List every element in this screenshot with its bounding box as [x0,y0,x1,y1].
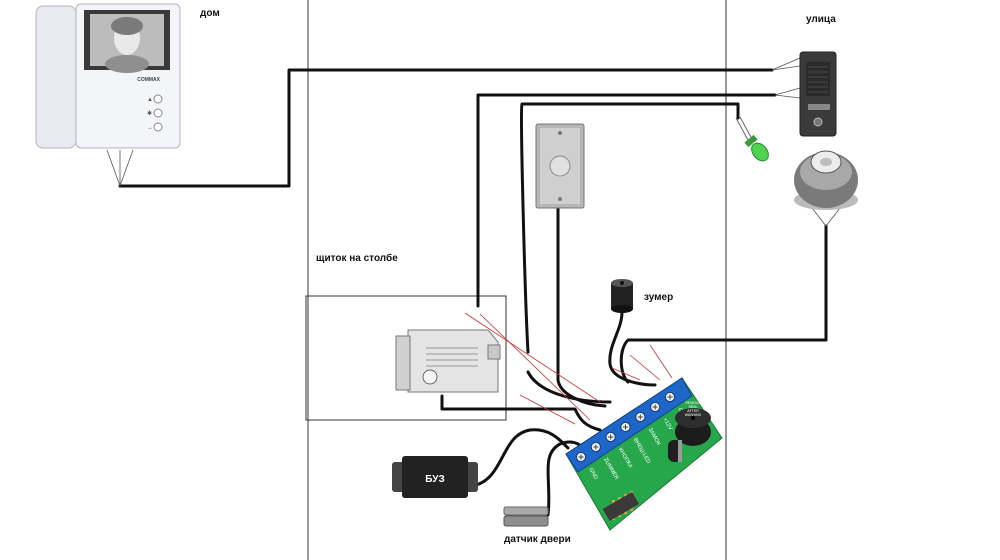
label-door-sensor: датчик двери [504,534,571,545]
cable-psu [470,428,570,488]
terminal-screw [590,441,601,453]
thin-wires [464,312,673,425]
psu-label: БУЗ [425,474,444,485]
call-panel-speaker [806,62,830,96]
capacitor-stripe [678,440,682,462]
intercom-fan-wires [771,57,801,99]
terminal-screw [664,391,676,403]
video-monitor: COMMAX ▲ ✱ → [35,3,181,149]
lock-side-plate [395,335,411,391]
cable-monitor-to-panel [118,68,774,188]
terminal-screw [650,401,661,413]
call-panel-grille [808,66,828,93]
terminal-screw [635,411,646,423]
ibutton-fan-wires [811,207,841,227]
monitor-fan-wires [106,149,134,187]
reed-magnet [503,506,549,516]
electric-lock [395,329,501,393]
thin-wire [519,394,576,425]
reader-contact-center [820,158,832,166]
controller-connector [602,491,640,522]
monitor-button-icon: ▲ [147,97,153,103]
lock-key-cylinder [422,369,438,385]
cable-intercom-panel [476,93,777,308]
cable-led [526,370,612,404]
led-indicator [735,116,769,162]
thin-wire [649,344,673,379]
pole-panel-box [305,295,507,421]
led-base [744,134,758,148]
led-bulb [751,142,769,162]
outdoor-call-panel [799,51,837,137]
terminal-screw [620,421,631,433]
thin-wire [611,367,641,381]
buzzer-hole [620,281,624,285]
lock-bolt [487,344,501,360]
led-leads [735,116,753,141]
thin-wire [629,354,661,381]
monitor-monitor-button [153,108,163,118]
monitor-screen-hair [111,17,143,35]
cable-lock [440,394,602,432]
exit-screw-bottom [558,197,562,201]
buzzer-bottom [611,305,633,313]
terminal-screw [575,451,587,463]
fan-wires [106,57,841,227]
label-buzzer: зумер [644,292,674,303]
label-street: улица [806,14,836,25]
cable-buzzer [608,310,657,387]
call-panel-call-button [813,117,823,127]
cable-exit-button [556,203,607,408]
door-reed-sensor [503,506,549,527]
exit-push-button [549,155,571,177]
psu-body [402,456,468,498]
monitor-button-icon: → [147,125,153,131]
label-pole-panel: щиток на столбе [316,253,398,264]
board-buzzer-hole [691,416,695,420]
exit-screw-top [558,131,562,135]
thin-wire [464,312,601,403]
monitor-unlock-button [153,122,163,132]
buzzer [611,279,633,313]
terminal-label: GND [587,467,598,481]
monitor-screen-shoulders [105,55,149,73]
ibutton-reader [794,150,858,210]
cable-reader [520,102,740,354]
exit-button [535,123,585,209]
zone-dividers [305,0,727,560]
terminal-label: +12V [661,417,673,432]
monitor-talk-button [153,94,163,104]
lock-body [407,329,499,393]
power-supply: БУЗ [392,456,478,498]
terminal-screw [605,431,616,443]
monitor-handset [35,5,77,149]
label-home: дом [200,8,220,19]
call-panel-camera-strip [808,104,830,110]
buzzer-body [611,283,633,309]
cable-ibutton [619,224,828,384]
reed-switch [503,515,549,527]
monitor-button-icon: ✱ [147,110,152,117]
thin-wire [479,313,591,421]
lock-grille [426,347,478,367]
cables [118,68,828,517]
controller-capacitor [668,440,682,462]
terminal-screws [575,391,676,463]
monitor-brand: COMMAX [137,77,160,83]
